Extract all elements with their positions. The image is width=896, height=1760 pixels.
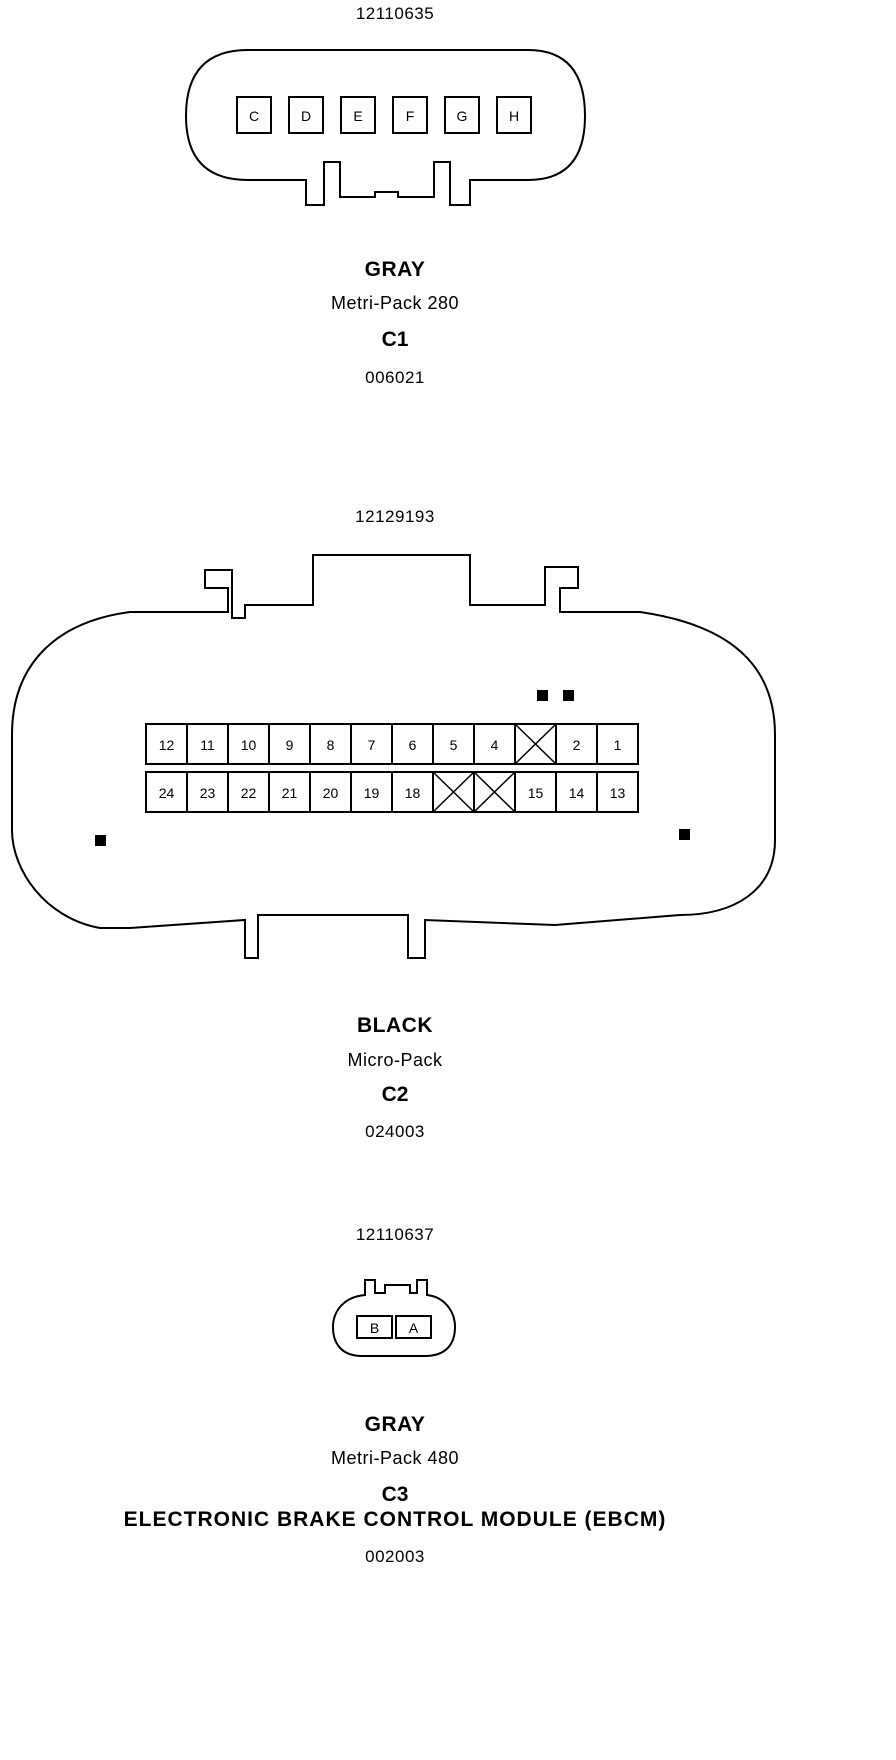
c3-component-label: ELECTRONIC BRAKE CONTROL MODULE (EBCM) bbox=[123, 1508, 667, 1531]
c2-top-cavity-label: 7 bbox=[368, 737, 376, 753]
c2-polarization-mark bbox=[537, 690, 548, 701]
c2-top-cavity-label: 10 bbox=[241, 737, 257, 753]
c2-top-cavity bbox=[227, 723, 270, 765]
c2-bottom-blocked-cross bbox=[432, 771, 475, 813]
c1-cavity-label: C bbox=[249, 108, 259, 124]
c2-top-cavity bbox=[350, 723, 393, 765]
c3-code-label: 002003 bbox=[365, 1547, 425, 1566]
c3-type-label: Metri-Pack 480 bbox=[330, 1448, 460, 1468]
c1-color-label: GRAY bbox=[364, 258, 426, 281]
c1-cavity-label: F bbox=[406, 108, 415, 124]
c2-bottom-cavity bbox=[514, 771, 557, 813]
c1-cavity bbox=[444, 96, 480, 134]
c2-part-number: 12129193 bbox=[355, 507, 435, 526]
c3-part-number: 12110637 bbox=[355, 1225, 435, 1244]
c1-connector-face: C D E F G H bbox=[184, 49, 587, 206]
c2-top-cavity-label: 9 bbox=[286, 737, 294, 753]
c2-bottom-cavity-label: 23 bbox=[200, 785, 216, 801]
c2-top-cavity-label: 2 bbox=[573, 737, 581, 753]
c3-cavity bbox=[356, 1315, 393, 1339]
c2-bottom-cavity-label: 22 bbox=[241, 785, 257, 801]
c2-top-cavity-label: 8 bbox=[327, 737, 335, 753]
c2-bottom-cavity-label: 14 bbox=[569, 785, 585, 801]
c2-bottom-cavity-label: 13 bbox=[610, 785, 626, 801]
c2-bottom-blocked-cross bbox=[473, 771, 516, 813]
c2-top-cavity-label: 6 bbox=[409, 737, 417, 753]
c2-top-cavity bbox=[391, 723, 434, 765]
c2-polarization-mark bbox=[563, 690, 574, 701]
c2-polarization-mark bbox=[95, 835, 106, 846]
c2-bottom-cavity-label: 15 bbox=[528, 785, 544, 801]
c2-bottom-cavity-label: 21 bbox=[282, 785, 298, 801]
c2-top-cavity bbox=[555, 723, 598, 765]
c2-cavity-top-row: 12 11 10 9 8 7 6 5 4 2 1 bbox=[145, 723, 639, 765]
c1-code-label: 006021 bbox=[365, 368, 425, 387]
c1-cavity bbox=[392, 96, 428, 134]
c3-cavity-label: B bbox=[370, 1320, 379, 1336]
c2-top-cavity bbox=[596, 723, 639, 765]
c1-cavity-label: D bbox=[301, 108, 311, 124]
c1-cavity bbox=[288, 96, 324, 134]
c2-bottom-cavity bbox=[186, 771, 229, 813]
c2-bottom-cavity bbox=[391, 771, 434, 813]
c3-cavity bbox=[395, 1315, 432, 1339]
c1-part-number: 12110635 bbox=[355, 4, 435, 23]
c2-bottom-cavity bbox=[227, 771, 270, 813]
c2-code-label: 024003 bbox=[365, 1122, 425, 1141]
c2-bottom-cavity-label: 19 bbox=[364, 785, 380, 801]
c2-polarization-mark bbox=[679, 829, 690, 840]
c1-cavity bbox=[496, 96, 532, 134]
c2-housing-outline bbox=[11, 554, 776, 959]
c2-top-cavity-label: 1 bbox=[614, 737, 622, 753]
c2-id-label: C2 bbox=[381, 1083, 409, 1106]
c2-top-cavity bbox=[268, 723, 311, 765]
c2-top-cavity-label: 12 bbox=[159, 737, 175, 753]
c2-top-cavity bbox=[186, 723, 229, 765]
c1-cavity-label: E bbox=[353, 108, 362, 124]
c1-cavity bbox=[236, 96, 272, 134]
c3-id-label: C3 bbox=[381, 1483, 409, 1506]
c2-color-label: BLACK bbox=[357, 1014, 433, 1037]
c2-bottom-cavity-label: 18 bbox=[405, 785, 421, 801]
c3-color-label: GRAY bbox=[364, 1413, 426, 1436]
c2-top-cavity bbox=[473, 723, 516, 765]
c2-bottom-cavity bbox=[145, 771, 188, 813]
c1-type-label: Metri-Pack 280 bbox=[330, 293, 460, 313]
c2-top-cavity-label: 5 bbox=[450, 737, 458, 753]
c1-id-label: C1 bbox=[381, 328, 409, 351]
c3-housing-outline bbox=[331, 1279, 457, 1357]
c3-cavity-label: A bbox=[409, 1320, 419, 1336]
c2-cavity-bottom-row: 24 23 22 21 20 19 18 15 14 13 bbox=[145, 771, 639, 813]
c1-cavity bbox=[340, 96, 376, 134]
c2-bottom-cavity bbox=[596, 771, 639, 813]
c2-bottom-cavity-label: 20 bbox=[323, 785, 339, 801]
c1-housing-outline bbox=[184, 49, 587, 206]
c2-top-cavity bbox=[432, 723, 475, 765]
c2-top-cavity-label: 11 bbox=[200, 737, 215, 753]
c2-top-cavity-label: 4 bbox=[491, 737, 499, 753]
c2-bottom-cavity-label: 24 bbox=[159, 785, 175, 801]
c1-cavity-row: C D E F G H bbox=[236, 96, 532, 134]
c1-cavity-label: H bbox=[509, 108, 519, 124]
c2-type-label: Micro-Pack bbox=[347, 1050, 443, 1070]
c2-top-blocked-cross bbox=[514, 723, 557, 765]
c2-top-cavity bbox=[145, 723, 188, 765]
c1-cavity-label: G bbox=[457, 108, 468, 124]
